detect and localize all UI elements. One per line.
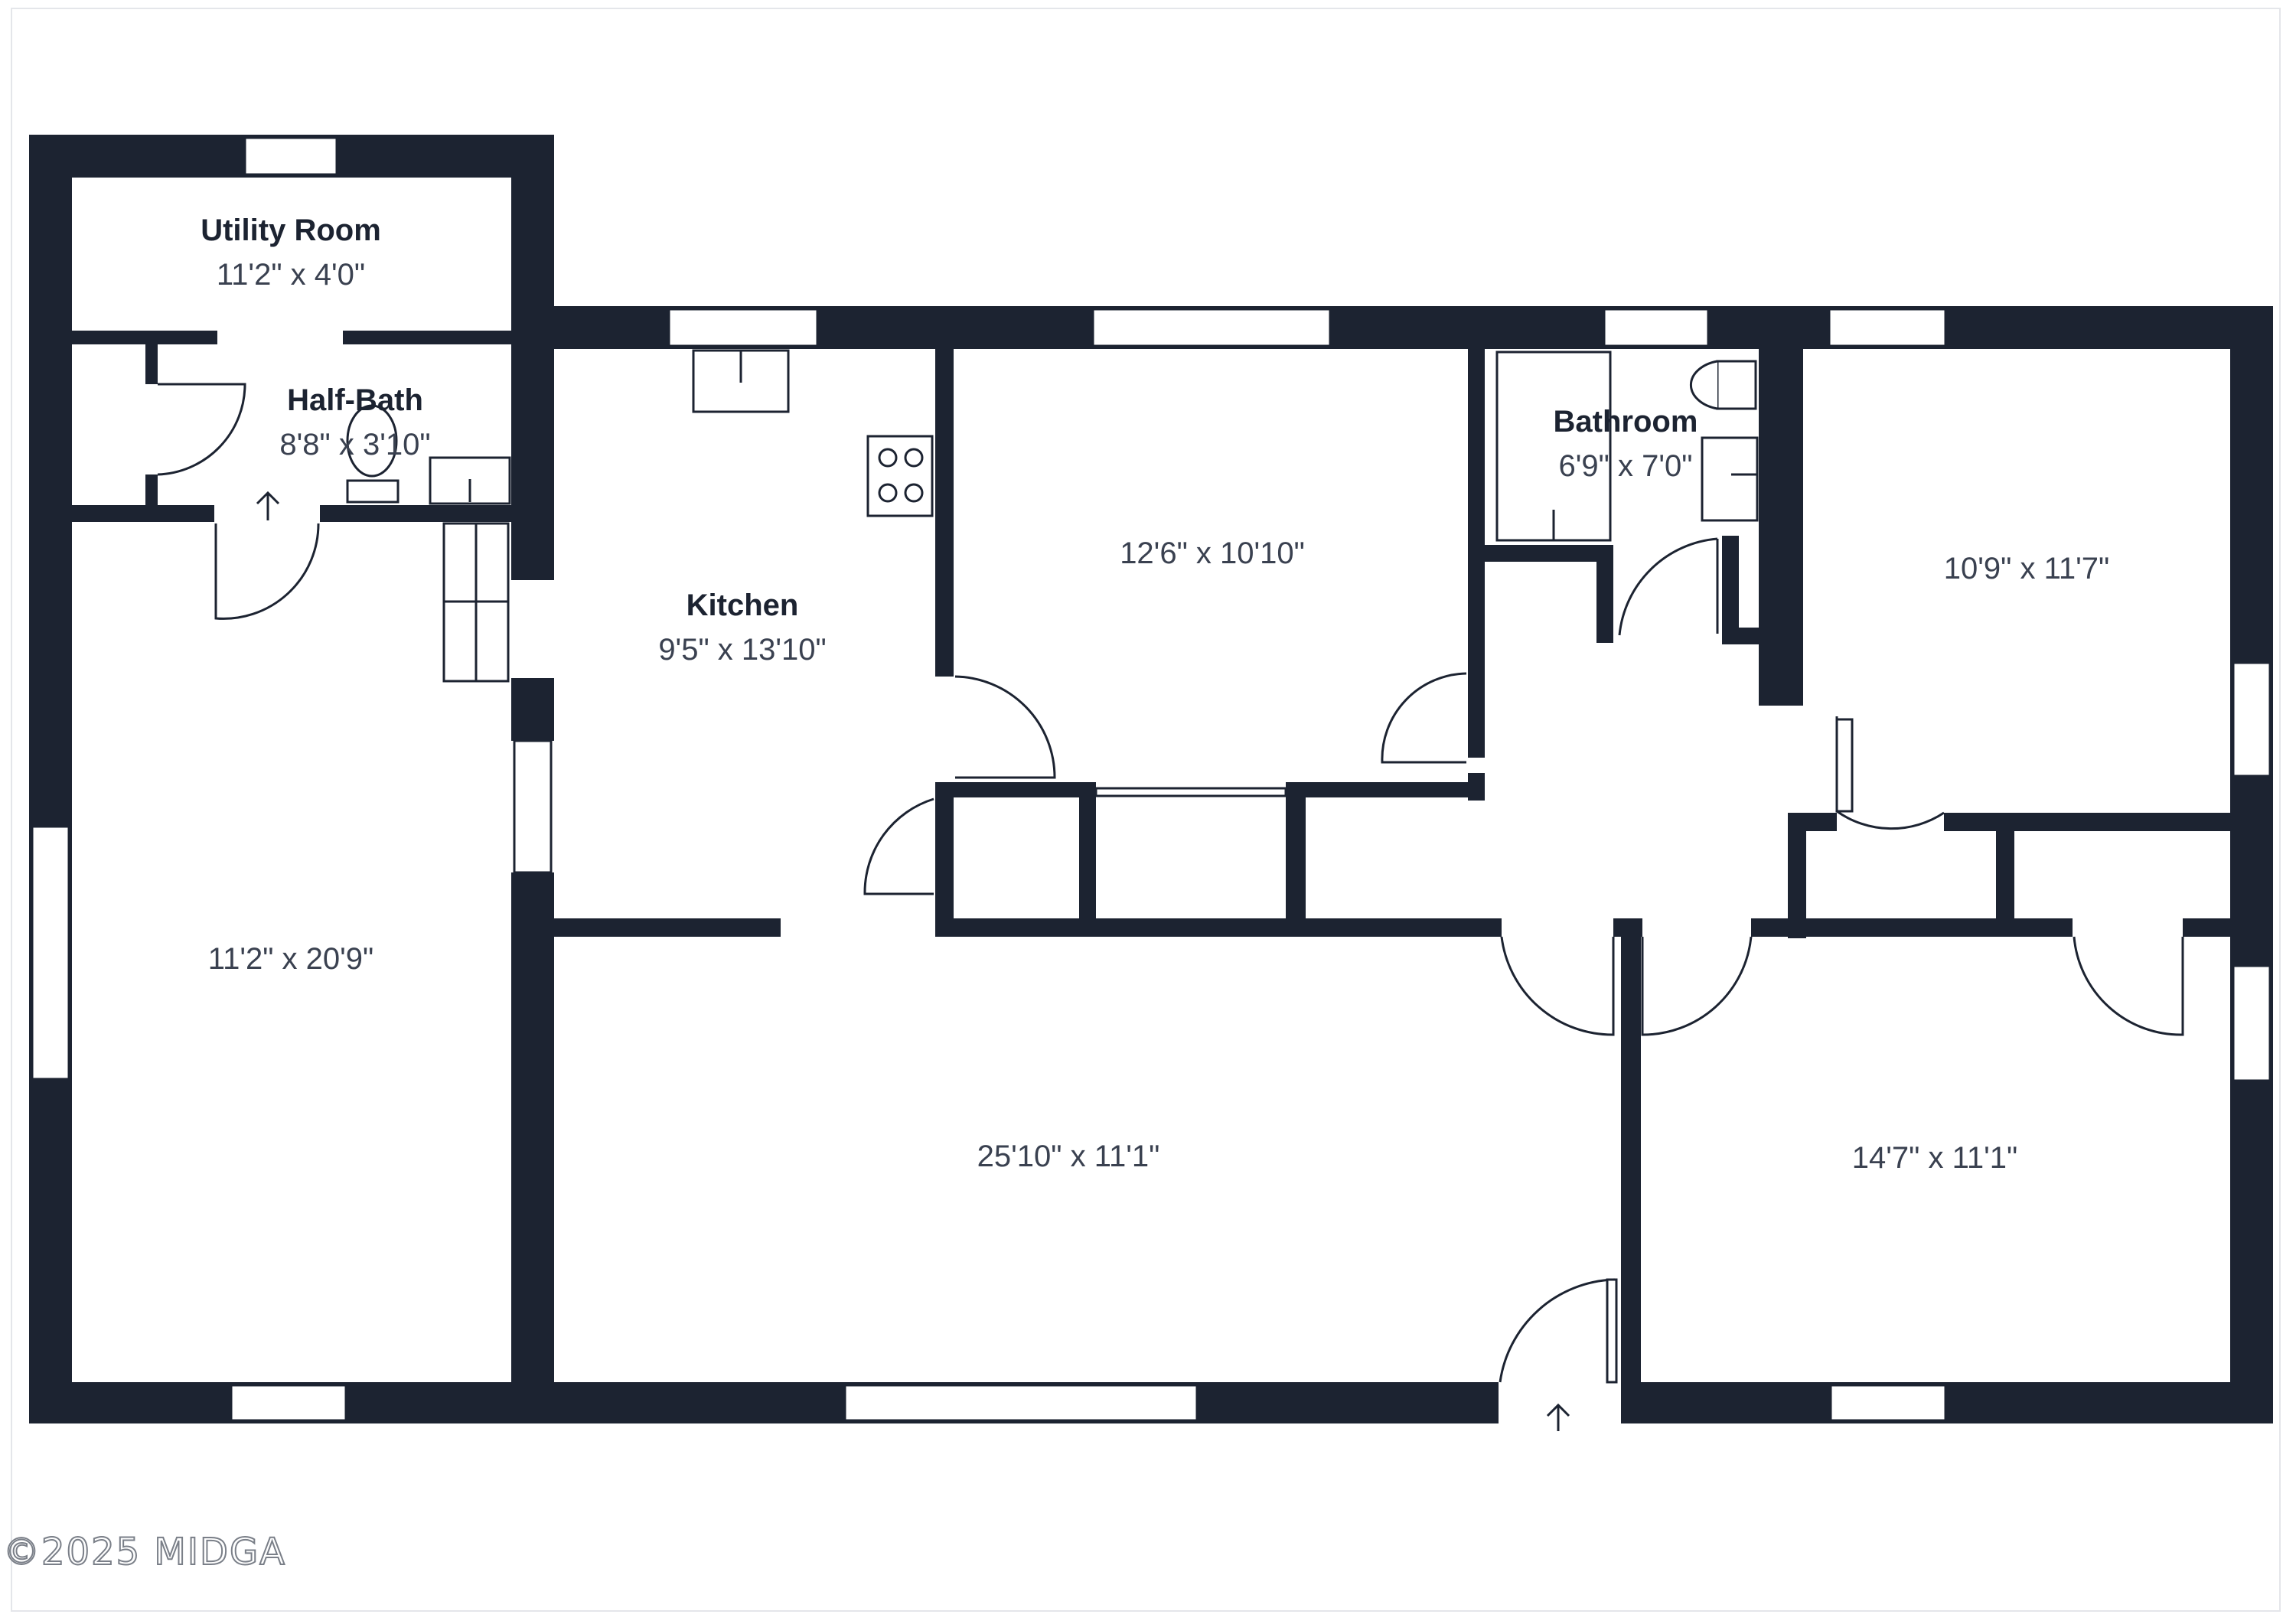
window-right-bedroom-top bbox=[1828, 308, 1947, 347]
half-bath-name: Half-Bath bbox=[287, 383, 423, 417]
shower bbox=[1495, 351, 1612, 542]
half-bath-toilet bbox=[346, 479, 400, 504]
window-bath-top bbox=[1603, 308, 1710, 347]
fixtures bbox=[346, 349, 1759, 683]
bathroom-name: Bathroom bbox=[1554, 405, 1698, 439]
window-bottom-right-side bbox=[2232, 964, 2272, 1082]
windows bbox=[31, 136, 2272, 1422]
stove bbox=[866, 435, 934, 517]
bath-toilet bbox=[1716, 360, 1757, 410]
window-left-bottom bbox=[230, 1384, 347, 1422]
left-room-dims: 11'2" x 20'9" bbox=[208, 942, 373, 976]
center-bedroom-dims: 12'6" x 10'10" bbox=[1120, 536, 1305, 570]
copyright-watermark: ©2025 MIDGA bbox=[3, 1531, 286, 1573]
kitchen-name: Kitchen bbox=[687, 589, 799, 622]
window-living-bottom bbox=[843, 1384, 1199, 1422]
kitchen-dims: 9'5" x 13'10" bbox=[658, 633, 826, 667]
window-kitchen-top bbox=[667, 308, 819, 347]
living-room-dims: 25'10" x 11'1" bbox=[977, 1140, 1160, 1173]
half-bath-dims: 8'8" x 3'10" bbox=[279, 428, 430, 461]
room-labels: Utility Room 11'2" x 4'0" Half-Bath 8'8"… bbox=[201, 214, 2109, 1175]
bottom-right-bedroom-dims: 14'7" x 11'1" bbox=[1852, 1141, 2017, 1175]
utility-room-name: Utility Room bbox=[201, 214, 381, 247]
window-bottom-right-bottom bbox=[1829, 1384, 1947, 1422]
window-right-bedroom-side bbox=[2232, 661, 2272, 778]
window-kitchen-side bbox=[513, 739, 553, 874]
entrance-arrows bbox=[256, 491, 1570, 1431]
bath-sink bbox=[1701, 436, 1759, 522]
walls bbox=[29, 135, 2273, 1423]
window-bedroom-top bbox=[1091, 308, 1332, 347]
right-bedroom-dims: 10'9" x 11'7" bbox=[1944, 552, 2109, 585]
bathroom-dims: 6'9" x 7'0" bbox=[1559, 449, 1693, 483]
utility-room-dims: 11'2" x 4'0" bbox=[217, 258, 365, 292]
window-utility-top bbox=[243, 136, 338, 176]
window-left-side bbox=[31, 825, 70, 1081]
doors bbox=[157, 383, 2184, 1384]
